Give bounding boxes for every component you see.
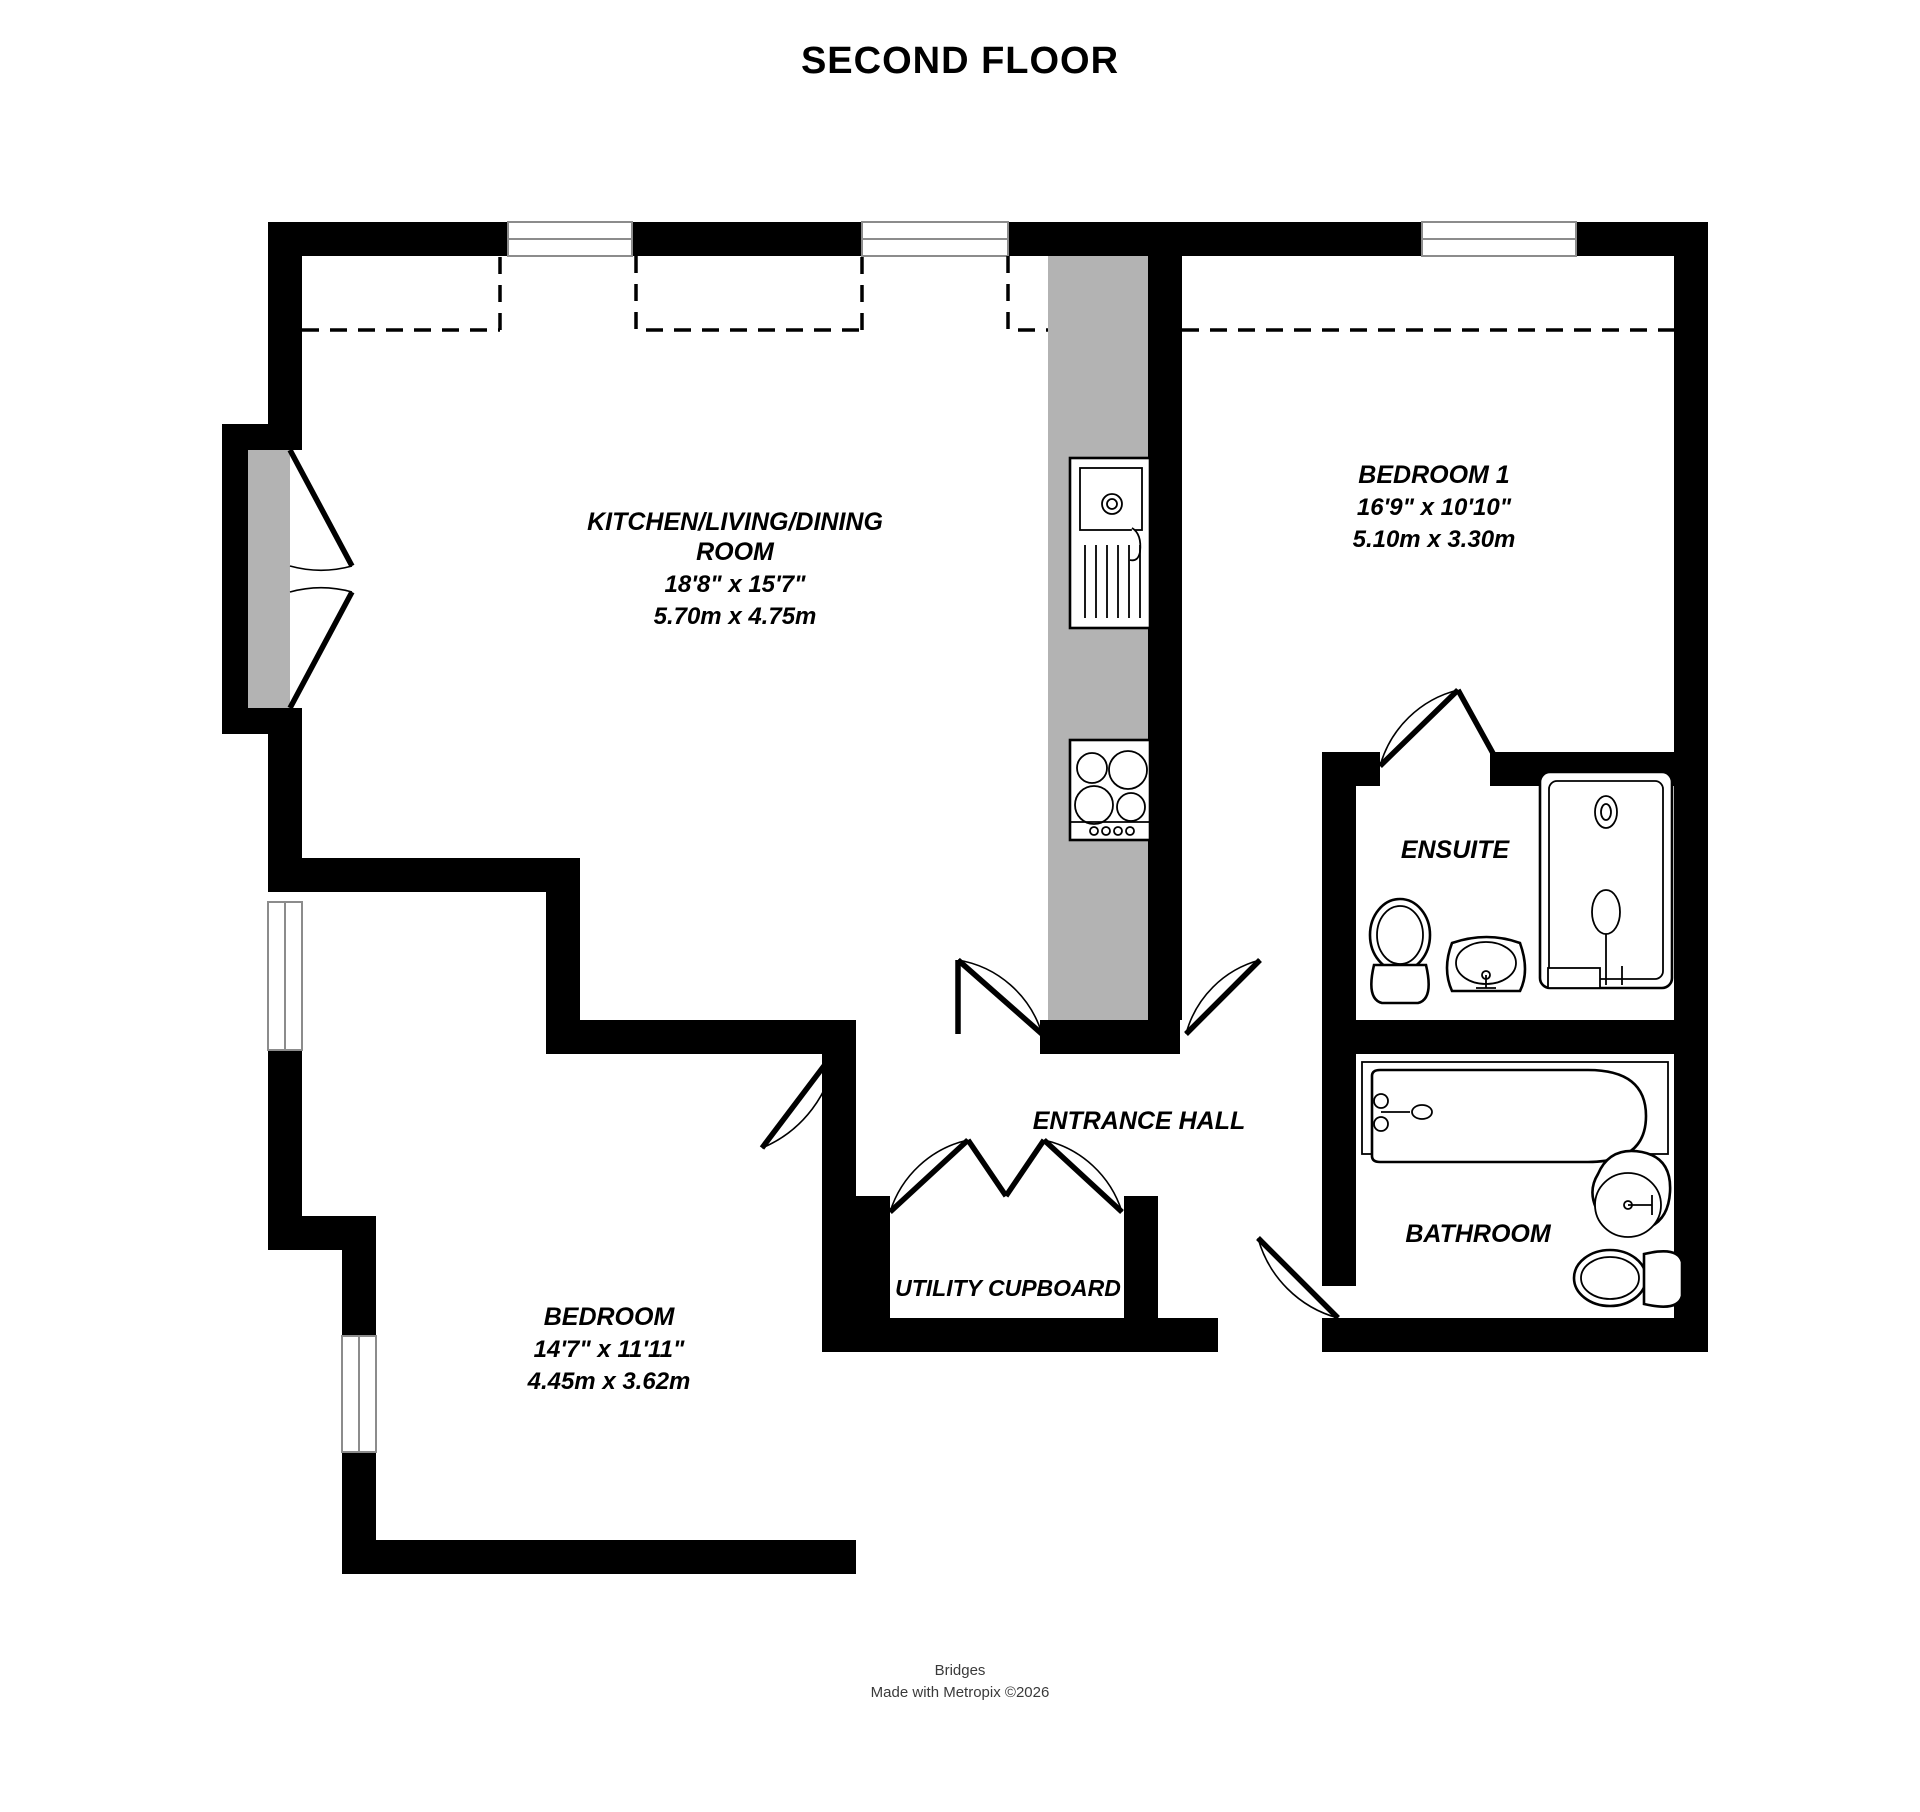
kitchen-hob xyxy=(1068,738,1152,842)
balcony-recess xyxy=(248,450,290,708)
door-bathroom[interactable] xyxy=(1256,1236,1340,1320)
wall-kitchen-step-vertical xyxy=(546,858,580,1050)
doors-group xyxy=(287,448,1503,1320)
room-label-kitchen-living-dining-name1: KITCHEN/LIVING/DINING xyxy=(587,508,883,536)
kitchen-partition xyxy=(1048,256,1148,1020)
wall-top-mid xyxy=(632,222,862,256)
wall-ensuite-left xyxy=(1322,752,1356,1022)
room-label-bedroom-1-imperial: 16'9" x 10'10" xyxy=(1357,494,1512,521)
eave-segment-2 xyxy=(634,256,862,332)
bathroom-bath xyxy=(1361,1061,1669,1164)
room-label-utility-cupboard: UTILITY CUPBOARD xyxy=(895,1275,1121,1301)
door-bedroom[interactable] xyxy=(759,1048,839,1150)
wall-bedroom-bottom xyxy=(342,1540,856,1574)
wall-kitchen-bottom-right xyxy=(546,1020,856,1054)
wall-bedroom-right xyxy=(822,1050,856,1352)
door-kitchen-hall[interactable] xyxy=(955,957,1044,1037)
wall-kitchen-bottom-left xyxy=(268,858,580,892)
room-label-bedroom-1-name: BEDROOM 1 xyxy=(1358,461,1509,489)
room-label-kitchen-living-dining-imperial: 18'8" x 15'7" xyxy=(665,571,807,598)
kitchen-sink xyxy=(1068,456,1152,630)
wall-bedroom-left-upper xyxy=(268,1050,302,1242)
window-bedroom1-north[interactable] xyxy=(1421,221,1577,257)
room-label-entrance-hall: ENTRANCE HALL xyxy=(1033,1107,1246,1135)
wall-balcony-outer xyxy=(222,424,248,734)
door-utility-cupboard[interactable] xyxy=(888,1137,1124,1215)
wall-ensuite-top-left xyxy=(1322,752,1380,786)
room-label-bedroom-name: BEDROOM xyxy=(544,1303,676,1331)
ensuite-basin xyxy=(1445,935,1527,993)
room-label-bedroom-1-metric: 5.10m x 3.30m xyxy=(1353,526,1516,553)
wall-hall-top-right xyxy=(1040,1020,1180,1054)
ensuite-shower xyxy=(1538,770,1674,990)
wall-bedroom1-divider xyxy=(1148,222,1182,1020)
wall-bedroom-left-mid xyxy=(342,1216,376,1336)
footer-attribution: Made with Metropix ©2026 xyxy=(870,1684,1050,1701)
footer-company: Bridges xyxy=(934,1662,986,1679)
door-bedroom1-hall[interactable] xyxy=(1184,958,1262,1036)
wall-top-left xyxy=(268,222,508,256)
wall-hall-bottom-right xyxy=(1158,1318,1218,1352)
french-doors-balcony[interactable] xyxy=(287,448,355,710)
bathroom-toilet xyxy=(1572,1248,1684,1308)
window-bedroom-west-lower[interactable] xyxy=(341,1335,377,1453)
room-label-kitchen-living-dining-metric: 5.70m x 4.75m xyxy=(654,603,817,630)
room-label-bedroom-metric: 4.45m x 3.62m xyxy=(527,1368,691,1395)
wall-utility-bottom xyxy=(856,1318,1158,1352)
door-ensuite[interactable] xyxy=(1378,688,1503,768)
room-label-bathroom: BATHROOM xyxy=(1405,1220,1552,1248)
eaves-dashed-lines xyxy=(302,256,1674,332)
room-label-bedroom-imperial: 14'7" x 11'11" xyxy=(534,1336,685,1363)
wall-bathroom-bottom xyxy=(1322,1318,1708,1352)
wall-left-upper xyxy=(268,222,302,430)
bathroom-basin xyxy=(1591,1149,1672,1238)
room-labels: KITCHEN/LIVING/DINING ROOM 18'8" x 15'7"… xyxy=(527,461,1552,1395)
wall-left-lower xyxy=(268,708,302,858)
window-kitchen-north-2[interactable] xyxy=(861,221,1009,257)
page-title: SECOND FLOOR xyxy=(800,40,1120,82)
wall-bathroom-left xyxy=(1322,1054,1356,1286)
windows-group xyxy=(267,221,1577,1453)
wall-ensuite-bathroom-divider xyxy=(1322,1020,1708,1054)
window-bedroom-west-upper[interactable] xyxy=(267,901,303,1051)
room-label-kitchen-living-dining-name2: ROOM xyxy=(696,538,775,566)
wall-bedroom-jog xyxy=(268,1216,344,1250)
window-kitchen-north-1[interactable] xyxy=(507,221,633,257)
wall-top-mid2 xyxy=(1008,222,1422,256)
eave-segment-3 xyxy=(1006,256,1048,332)
room-label-ensuite: ENSUITE xyxy=(1401,836,1511,864)
ensuite-toilet xyxy=(1368,897,1432,1005)
wall-group xyxy=(222,222,1708,1574)
